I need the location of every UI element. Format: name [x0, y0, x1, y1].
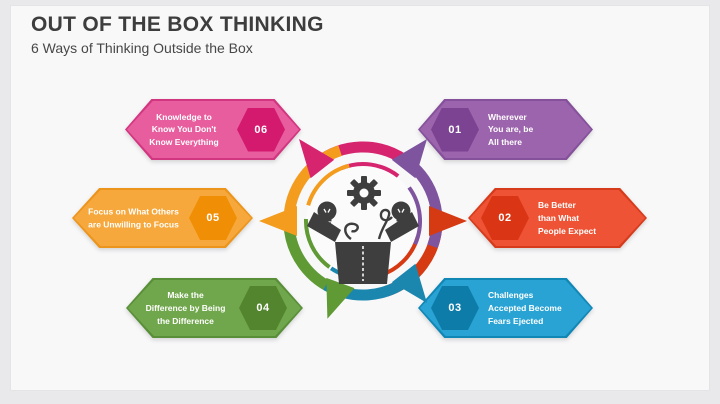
lightbulb-left-icon	[317, 201, 337, 228]
banner-02-label: Be Better than What People Expect	[538, 199, 597, 236]
arrow-head-blue	[391, 263, 427, 303]
banner-03: Challenges Accepted Become Fears Ejected…	[418, 278, 593, 338]
page-title: OUT OF THE BOX THINKING	[31, 13, 324, 36]
banner-05-label: Focus on What Others are Unwilling to Fo…	[88, 206, 179, 229]
banner-01: Wherever You are, be All there 01	[418, 99, 593, 160]
banner-06-label: Knowledge to Know You Don't Know Everyth…	[149, 111, 219, 147]
center-arrows-graphic	[259, 139, 467, 319]
banner-05: Focus on What Others are Unwilling to Fo…	[72, 188, 253, 248]
badge-number: 04	[256, 302, 270, 314]
arrow-echo-orange	[306, 163, 350, 206]
banner-05-badge: 05	[189, 196, 237, 240]
arrow-head-red	[429, 206, 467, 236]
arrow-head-pink	[299, 139, 335, 179]
lightbulb-right-icon	[391, 201, 411, 228]
banner-01-label: Wherever You are, be All there	[488, 111, 534, 147]
arrow-head-green	[326, 277, 355, 319]
banner-04: Make the Difference by Being the Differe…	[126, 278, 303, 338]
badge-number: 06	[254, 123, 268, 136]
arrow-echo-purple	[407, 186, 423, 246]
banner-02-badge: 02	[481, 196, 529, 240]
arrow-echo-green	[303, 218, 331, 269]
badge-number: 02	[498, 212, 512, 224]
banner-06: Knowledge to Know You Don't Know Everyth…	[125, 99, 301, 160]
banner-03-label: Challenges Accepted Become Fears Ejected	[488, 289, 562, 326]
banner-04-badge: 04	[239, 286, 287, 330]
open-box-idea-icon	[307, 176, 419, 284]
open-box-icon	[307, 212, 419, 284]
gear-icon	[347, 176, 381, 210]
arrow-head-purple	[391, 139, 427, 179]
inner-circle	[306, 166, 420, 280]
page-subtitle: 6 Ways of Thinking Outside the Box	[31, 40, 253, 56]
badge-number: 03	[448, 302, 462, 314]
arrow-head-orange	[259, 206, 297, 236]
badge-number: 05	[206, 212, 220, 224]
banner-06-badge: 06	[237, 107, 285, 152]
banner-03-badge: 03	[431, 286, 479, 330]
banner-02: Be Better than What People Expect 02	[468, 188, 647, 248]
squiggle-doodles	[344, 208, 393, 240]
banner-04-label: Make the Difference by Being the Differe…	[145, 289, 226, 326]
banner-01-badge: 01	[431, 107, 479, 152]
badge-number: 01	[448, 123, 462, 136]
